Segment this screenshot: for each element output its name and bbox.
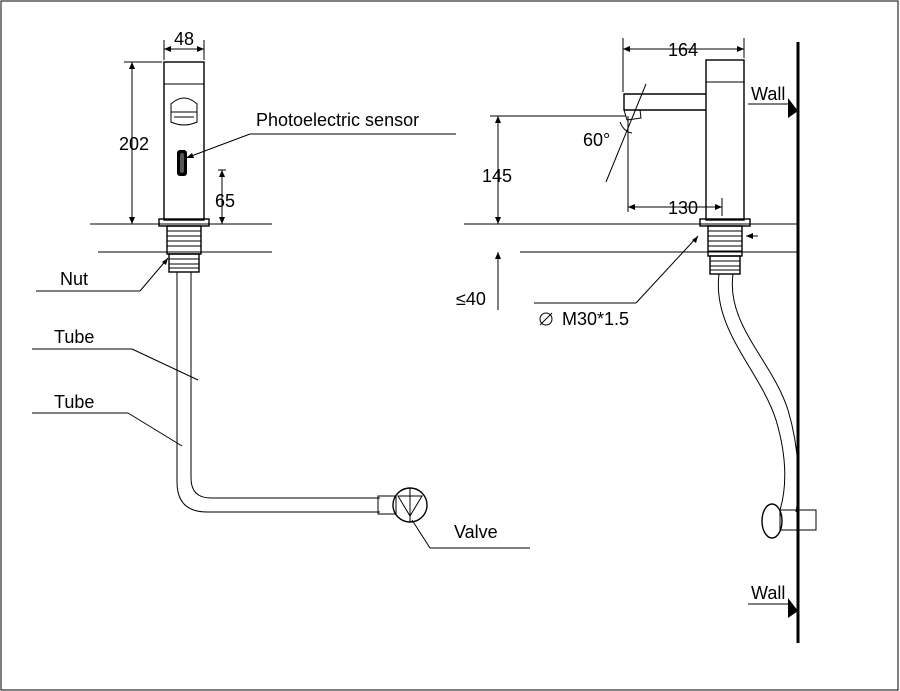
hose-outer	[717, 273, 786, 511]
dim-width-front: 48	[174, 29, 194, 49]
label-tube-2: Tube	[54, 392, 94, 412]
threaded-shank	[166, 225, 202, 255]
spout-front-icon	[170, 97, 198, 126]
front-view: 48 202 65 Photoelectric sensor Nut Tube …	[32, 29, 530, 549]
faucet-body	[163, 61, 205, 221]
label-photoelectric-sensor: Photoelectric sensor	[256, 110, 419, 130]
dim-angle: 60°	[583, 130, 610, 150]
hose-inner	[731, 273, 799, 513]
angle-valve-icon	[761, 503, 783, 539]
label-wall-top: Wall	[751, 84, 785, 104]
dim-reach: 130	[668, 198, 698, 218]
nut-shape	[168, 253, 200, 273]
spout-side	[623, 93, 706, 111]
dim-thread: M30*1.5	[562, 309, 629, 329]
side-view: 164 60° 145 130 ≤40 M30*1.5 Wall	[456, 38, 817, 643]
dim-depth: ≤40	[456, 289, 486, 309]
label-nut: Nut	[60, 269, 88, 289]
dim-spout-height: 145	[482, 166, 512, 186]
faucet-body-side	[705, 59, 745, 221]
angle-line	[605, 83, 647, 183]
dim-height-total: 202	[119, 134, 149, 154]
diameter-symbol-icon	[539, 312, 553, 326]
nut-side	[709, 255, 741, 275]
dim-length-side: 164	[668, 40, 698, 60]
tube-inner	[190, 272, 380, 499]
label-valve: Valve	[454, 522, 498, 542]
tube-outer	[176, 272, 380, 513]
label-tube-1: Tube	[54, 327, 94, 347]
dim-sensor-height: 65	[215, 191, 235, 211]
label-wall-bottom: Wall	[751, 583, 785, 603]
valve-connector	[377, 495, 397, 515]
